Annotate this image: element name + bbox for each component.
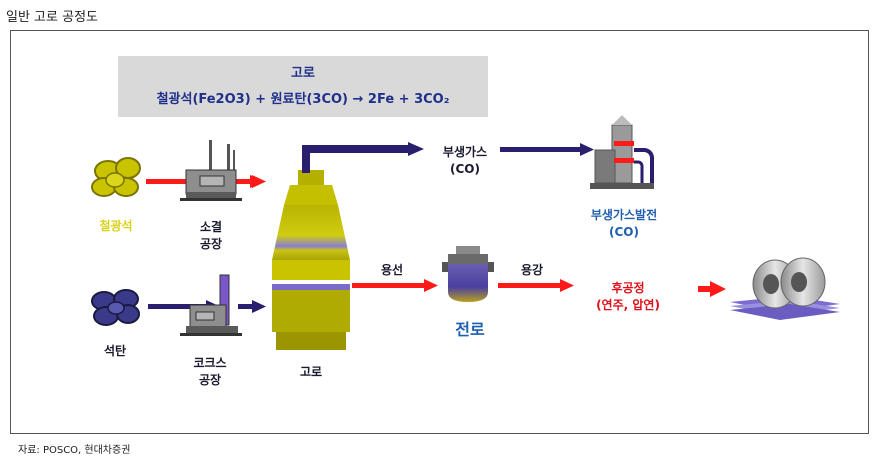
arrow-gas-to-power [500, 143, 594, 156]
equation-box: 고로 철광석(Fe2O3) + 원료탄(3CO) → 2Fe + 3CO₂ [118, 56, 488, 117]
label-iron-ore: 철광석 [99, 219, 133, 233]
steel-coil-icon [730, 257, 840, 320]
label-byproduct-power: 부생가스발전 (CO) [590, 208, 658, 239]
page-title: 일반 고로 공정도 [6, 10, 98, 25]
label-molten-iron: 용선 [380, 263, 404, 277]
arrow-sinter-to-furnace [240, 175, 266, 188]
label-sinter-plant: 소결 공장 [199, 220, 223, 251]
byproduct-gas-pipe [302, 142, 424, 173]
label-byproduct-gas: 부생가스 (CO) [442, 145, 488, 176]
arrow-converter-to-post [498, 279, 574, 292]
label-converter: 전로 [455, 320, 485, 339]
equation-formula: 철광석(Fe2O3) + 원료탄(3CO) → 2Fe + 3CO₂ [156, 92, 450, 107]
equation-heading: 고로 [291, 66, 315, 81]
arrow-furnace-to-converter [352, 279, 438, 292]
diagram-frame [10, 30, 869, 434]
label-molten-steel: 용강 [520, 263, 544, 277]
label-coke-plant: 코크스 공장 [193, 356, 227, 387]
label-post-process: 후공정 (연주, 압연) [596, 281, 660, 312]
power-plant-icon [590, 115, 654, 189]
source-note: 자료: POSCO, 현대차증권 [18, 445, 131, 456]
arrow-post-to-coil [698, 281, 726, 297]
arrow-coke-to-furnace [238, 300, 266, 313]
label-coal: 석탄 [103, 344, 127, 358]
sinter-plant-icon [180, 140, 242, 201]
coke-plant-icon [180, 274, 242, 336]
coal-icon [91, 289, 140, 326]
converter-icon [442, 246, 494, 302]
iron-ore-icon [91, 157, 141, 197]
label-blast-furnace: 고로 [299, 365, 323, 379]
blast-furnace-icon [272, 170, 350, 350]
